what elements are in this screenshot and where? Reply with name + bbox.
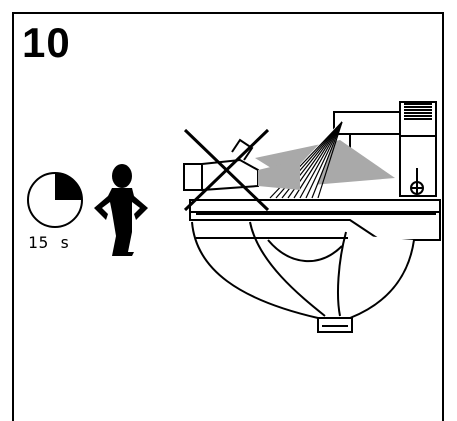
waiting-person-icon xyxy=(94,164,148,256)
clock-icon xyxy=(27,172,83,228)
instruction-panel-frame xyxy=(12,12,444,421)
prohibited-spray-direction xyxy=(183,128,300,212)
vacuum-hose-icon xyxy=(333,101,437,197)
timer-label: 15 s xyxy=(28,233,71,252)
valve-icon xyxy=(410,168,424,195)
vacuum-head-icon xyxy=(189,199,441,333)
step-number: 10 xyxy=(22,19,71,66)
